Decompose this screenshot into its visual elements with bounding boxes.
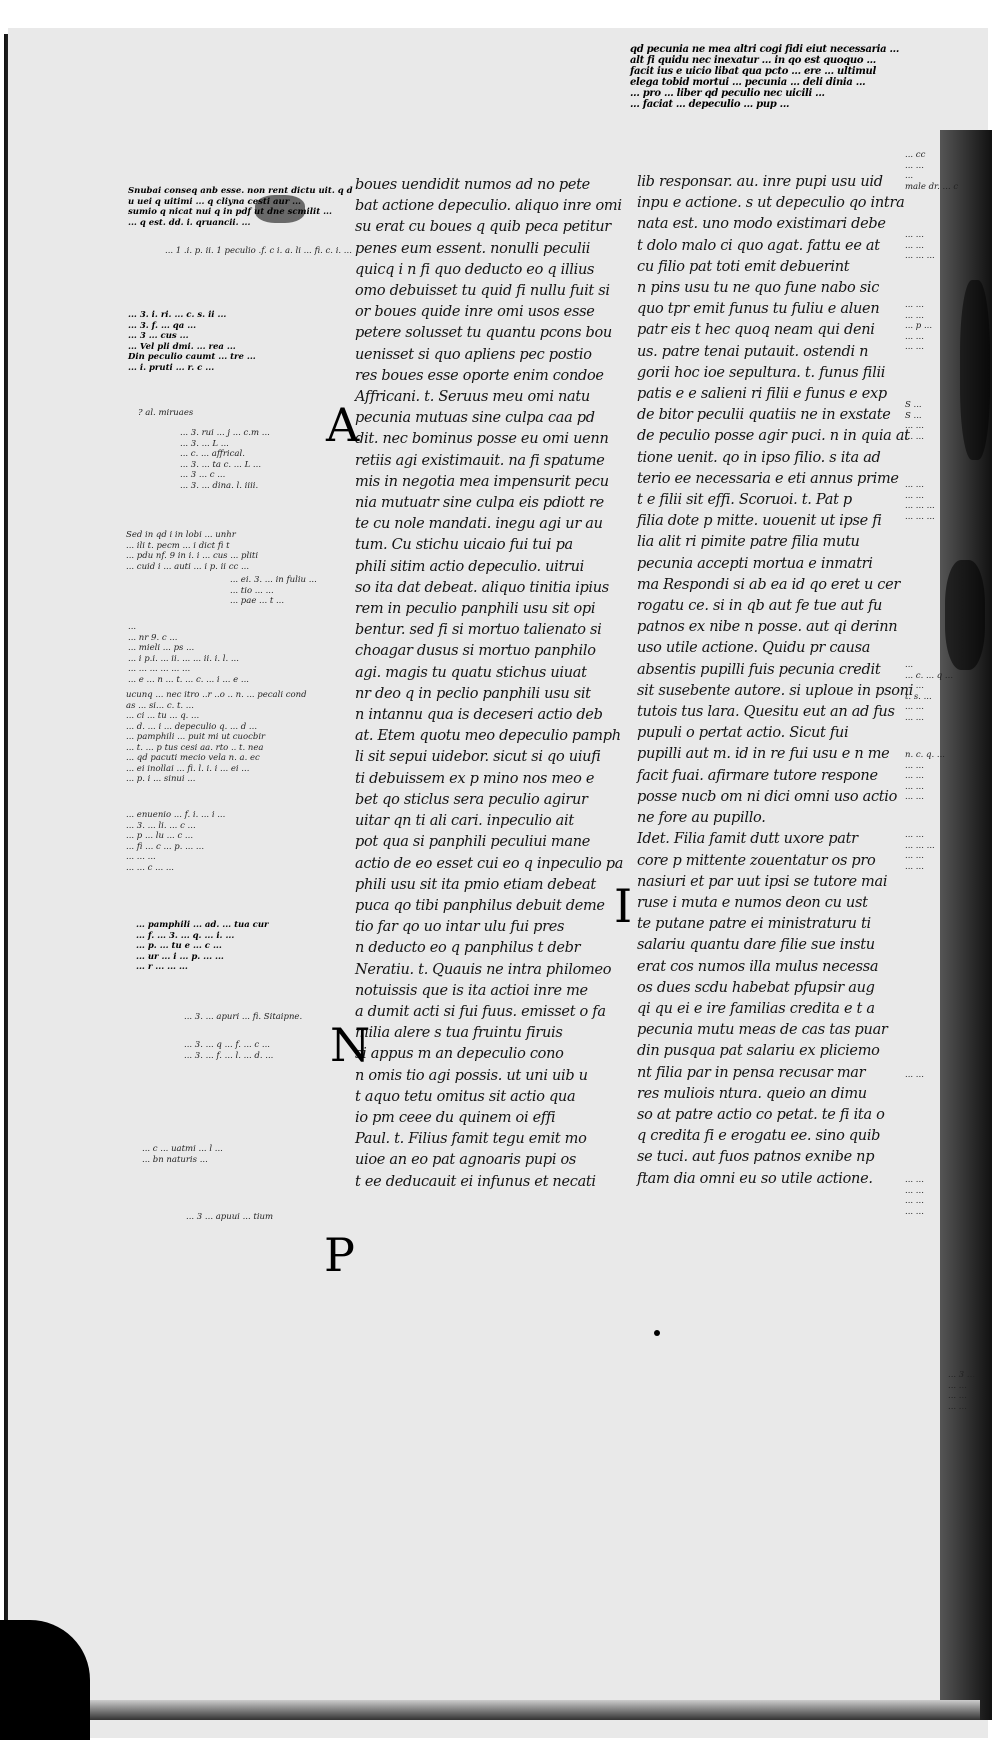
margin-gloss-left: ... 1 .i. p. ii. 1 peculio .f. c i. a. l…	[165, 246, 352, 256]
text-column-a: boues uendidit numos ad no pete bat acti…	[355, 177, 623, 1190]
ink-smudge	[255, 195, 305, 223]
initial-letter: A	[326, 398, 360, 452]
margin-gloss-right: ... 3 ... ... ... ... ... ... ...	[948, 1370, 976, 1412]
margin-gloss-left: ... ... nr 9. c ... ... mieli ... ps ...…	[128, 622, 249, 685]
column-b-header: qd pecunia ne mea altri cogi fidi eiut n…	[630, 44, 900, 110]
margin-gloss-right: ... ... ... ... ... ... ... ... ...	[905, 830, 935, 872]
margin-gloss-left: ... 3. i. ri. ... c. s. ii ... ... 3. f.…	[128, 310, 256, 373]
initial-letter: P	[324, 1228, 355, 1282]
margin-gloss-right: ... ... ... ... ... ... ... ...	[905, 1175, 924, 1217]
margin-gloss-left: ... 3. rui ... j ... c.m ... ... 3. ... …	[180, 428, 270, 491]
margin-gloss-right: ... ... ... ... ... p ... ... ... ... ..…	[905, 300, 933, 352]
initial-letter: I	[614, 879, 633, 933]
initial-letter: N	[330, 1018, 371, 1072]
margin-gloss-left: ... 3. ... apuri ... fi. Sitaipne.	[184, 1012, 303, 1022]
page-bottom-edge	[20, 1700, 980, 1720]
margin-gloss-right: ... ... ... ... ... ... ...	[905, 230, 935, 261]
margin-gloss-left: ... c ... uatmi ... l ... ... bn naturis…	[142, 1144, 223, 1165]
margin-gloss-left: ? al. miruaes	[138, 408, 194, 418]
text-column-b: lib responsar. au. inre pupi usu uid inp…	[637, 174, 913, 1187]
ink-smudge	[960, 280, 990, 460]
ink-smudge	[945, 560, 985, 670]
margin-gloss-right: ... ... c. ... q ... ... ... t. s. ... .…	[905, 660, 954, 723]
corner-shadow	[0, 1620, 90, 1740]
ink-dot	[654, 1330, 660, 1336]
margin-gloss-right: ... ...	[905, 1070, 924, 1080]
margin-gloss-right: S ... S ... ... ... ... ...	[905, 400, 924, 442]
margin-gloss-left: ... pamphili ... ad. ... tua cur ... f. …	[136, 920, 269, 972]
margin-gloss-right: n. c. q. ... ... ... ... ... ... ... ...…	[905, 750, 945, 802]
margin-gloss-left: ... 3. ... q ... f. ... c ... ... 3. ...…	[184, 1040, 274, 1061]
margin-gloss-left: Sed in qd i in lobi ... unhr ... ili t. …	[126, 530, 259, 572]
margin-gloss-right: ... ... ... ... ... ... ... ... ... ...	[905, 480, 935, 522]
margin-gloss-left: Snubai conseq anb esse. non rent dictu u…	[128, 186, 353, 228]
manuscript-page	[8, 28, 988, 1738]
margin-gloss-left: ucunq ... nec itro ..r ..o .. n. ... pec…	[126, 690, 307, 784]
margin-gloss-left: ... ei. 3. ... in fuliu ... ... tio ... …	[230, 575, 317, 606]
margin-gloss-right: ... cc ... ... ... male dr. ... c	[905, 150, 959, 192]
margin-gloss-left: ... 3 ... apuui ... tium	[186, 1212, 274, 1222]
margin-gloss-left: ... enuenio ... f. i. ... i ... ... 3. .…	[126, 810, 226, 873]
